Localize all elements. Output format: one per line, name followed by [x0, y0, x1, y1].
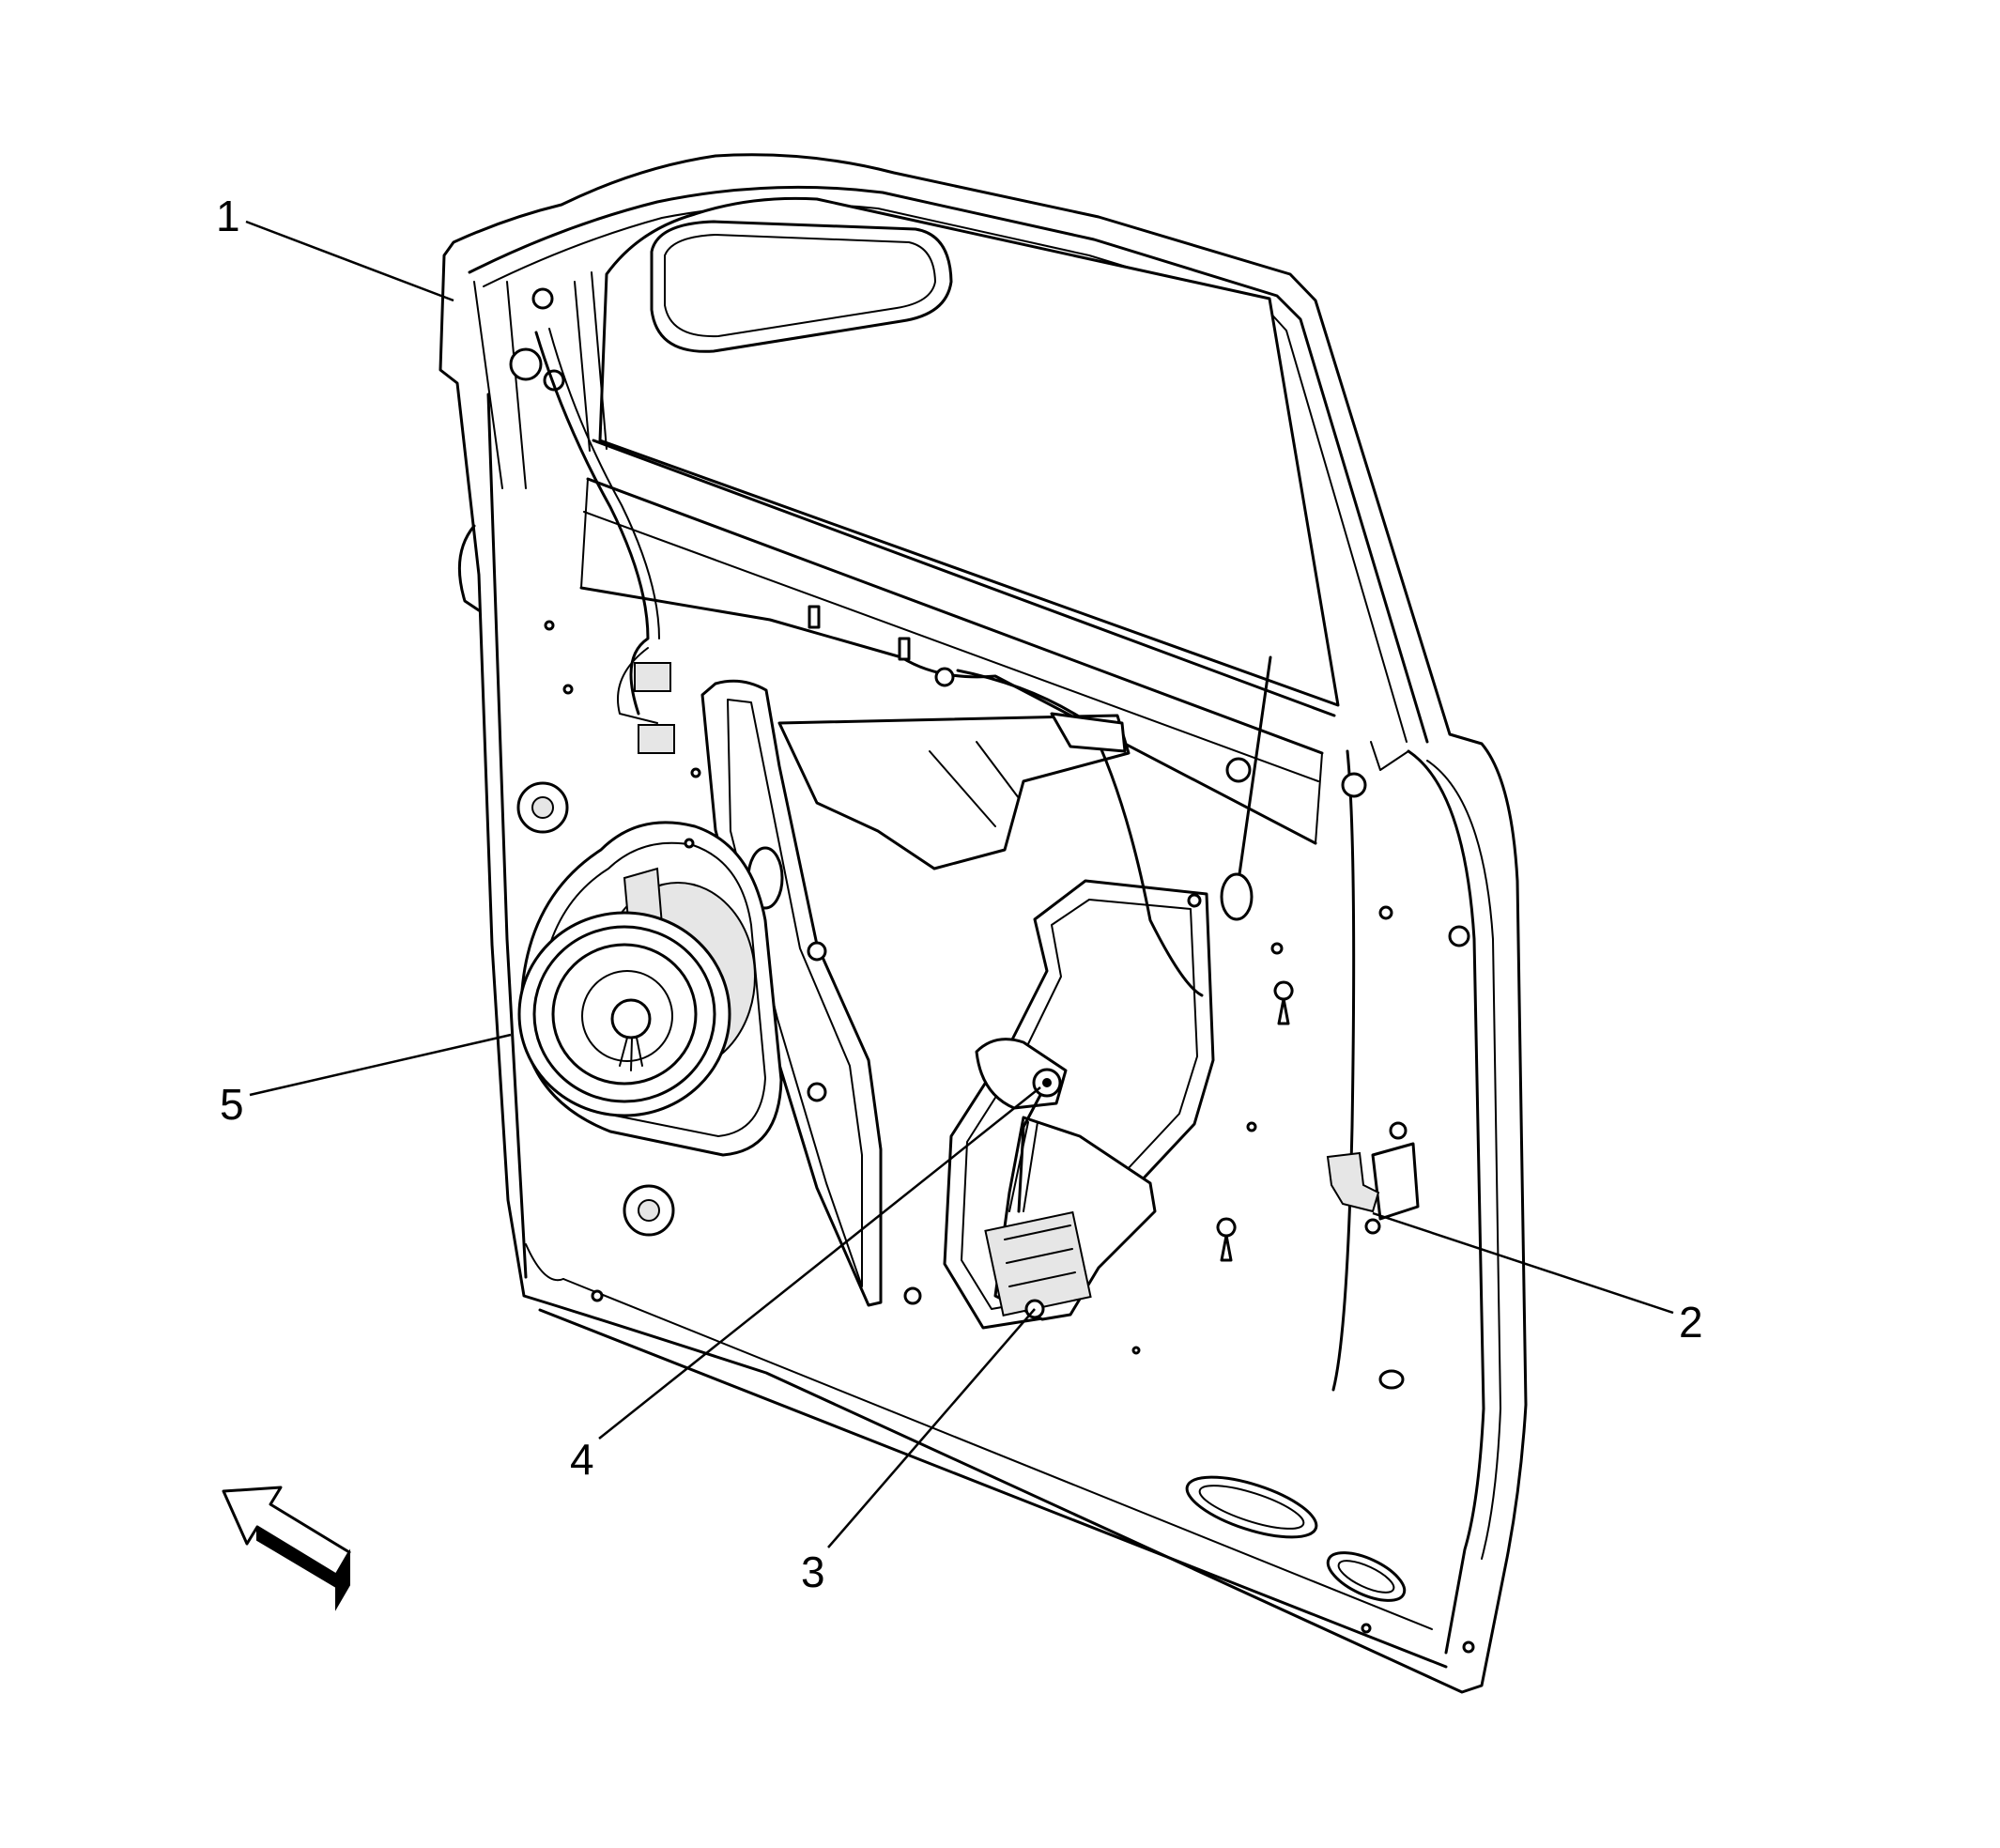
lower-access-oval: [1185, 1475, 1318, 1539]
mounting-hole: [591, 1289, 604, 1302]
door-handle-rod: [975, 1038, 1068, 1213]
hinge-bolt: [509, 347, 543, 381]
view-direction-arrow-icon: [222, 1486, 351, 1611]
mounting-hole: [1246, 1121, 1257, 1132]
door-assembly: [438, 153, 1528, 1694]
lock-rod: [1237, 655, 1272, 883]
door-lock-module: [984, 1116, 1157, 1321]
window-frame-inner-line: [468, 185, 1429, 744]
callout-label-4: 4: [570, 1435, 594, 1484]
actuator-detail: [1004, 1224, 1076, 1287]
latch-bolt: [1364, 1218, 1381, 1235]
rod-grommet: [1220, 872, 1254, 921]
mounting-hole: [684, 838, 695, 849]
hinge-bolt: [531, 287, 554, 310]
beltline-slot: [808, 605, 821, 629]
lower-access-oval: [1326, 1551, 1407, 1602]
access-hole-flange: [961, 899, 1198, 1310]
mounting-hole: [807, 1082, 827, 1102]
handle-rod-bolt-center: [1042, 1078, 1052, 1087]
mounting-hole: [1131, 1346, 1141, 1355]
mounting-slot: [1378, 1369, 1405, 1390]
grommet-hole-center: [638, 1199, 660, 1222]
keyhole-slot: [1273, 980, 1294, 1025]
speaker-dust-cap: [610, 998, 652, 1040]
callouts: 1 2 3 4 5: [216, 192, 1703, 1596]
mirror-sail-opening: [650, 220, 953, 353]
mounting-hole: [903, 1286, 922, 1305]
regulator-rail: [700, 679, 883, 1307]
leader-line-3: [827, 1308, 1036, 1548]
hinge-pillar: [457, 281, 565, 1279]
door-latch-bracket: [1326, 1121, 1420, 1235]
mounting-hole: [1448, 925, 1470, 947]
bottom-hem: [525, 1243, 1448, 1669]
mounting-hole: [807, 941, 827, 962]
leader-line-5: [249, 1033, 512, 1097]
callout-label-5: 5: [220, 1080, 244, 1129]
mounting-hole: [1361, 1623, 1372, 1634]
leader-line-4: [598, 1086, 1041, 1440]
keyhole-slot: [1216, 1217, 1237, 1262]
mounting-hole: [934, 667, 955, 687]
mounting-hole: [1462, 1640, 1475, 1654]
mounting-hole: [1378, 905, 1393, 920]
lower-access-oval-inner: [1337, 1560, 1395, 1594]
harness-connector: [634, 662, 671, 692]
glass-run-channel: [574, 271, 608, 452]
callout-label-3: 3: [801, 1548, 825, 1596]
latch-bolt: [1389, 1121, 1408, 1140]
mounting-hole: [1187, 893, 1202, 908]
mounting-hole: [562, 684, 574, 695]
latch-hook: [1326, 1151, 1380, 1213]
harness-connector: [638, 724, 675, 754]
callout-label-2: 2: [1679, 1298, 1703, 1347]
lower-access-oval-inner: [1198, 1485, 1305, 1530]
lock-cable: [1008, 1121, 1038, 1212]
speaker-leads: [619, 1037, 643, 1071]
beltline-reinforcement: [579, 439, 1336, 845]
bracket-rib: [929, 741, 1020, 827]
mounting-hole: [544, 620, 555, 631]
mounting-hole: [1341, 772, 1367, 798]
mounting-hole: [1225, 757, 1252, 783]
grommet-hole-center: [531, 796, 554, 819]
mounting-hole: [690, 767, 701, 778]
mirror-sail-inner: [664, 234, 936, 338]
arrow-body: [222, 1486, 351, 1577]
beltline-slot: [898, 637, 911, 661]
leader-line-1: [245, 220, 454, 302]
rear-edge-strips: [1331, 741, 1501, 1655]
leader-line-2: [1372, 1211, 1674, 1315]
mounting-holes: [516, 620, 1475, 1654]
harness-clip: [1050, 712, 1127, 753]
speaker-cone-inner: [581, 970, 673, 1062]
mounting-hole: [1270, 942, 1284, 955]
callout-label-1: 1: [216, 192, 240, 240]
speaker: [517, 821, 783, 1157]
latch-plate: [1371, 1142, 1420, 1221]
wiring-harness: [534, 328, 1204, 997]
